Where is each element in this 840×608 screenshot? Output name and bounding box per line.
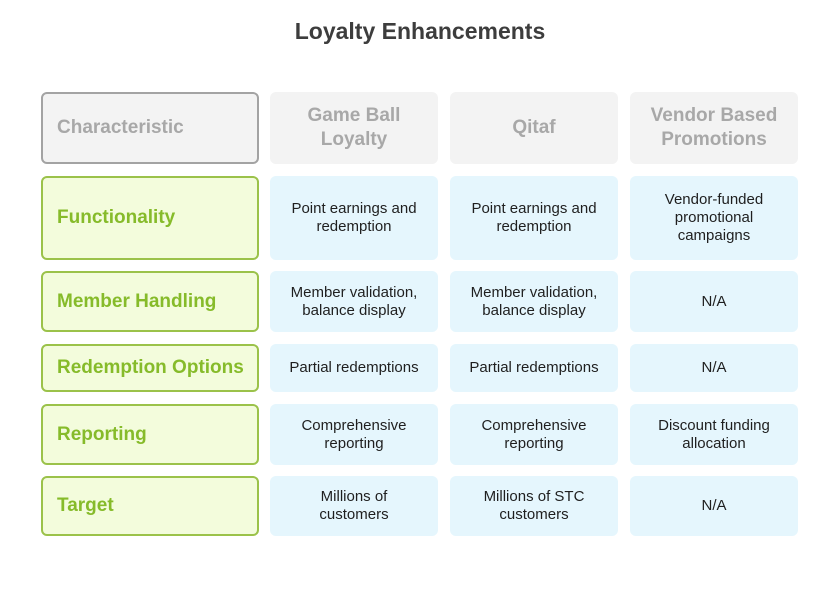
cell-text: Member validation, balance display — [470, 283, 598, 319]
table-cell: Point earnings and redemption — [270, 176, 438, 260]
cell-text: Comprehensive reporting — [481, 416, 587, 452]
row-label-reporting: Reporting — [41, 404, 259, 465]
header-characteristic: Characteristic — [41, 92, 259, 164]
table-cell: Millions of STC customers — [450, 476, 618, 536]
row-label-text: Target — [57, 495, 114, 516]
table-cell: Vendor-funded promotional campaigns — [630, 176, 798, 260]
table-cell: Partial redemptions — [450, 344, 618, 392]
row-label-redemption-options: Redemption Options — [41, 344, 259, 392]
column-header-label: Game Ball Loyalty — [307, 105, 401, 150]
row-label-target: Target — [41, 476, 259, 536]
cell-text: Point earnings and redemption — [291, 200, 417, 235]
diagram-title: Loyalty Enhancements — [294, 18, 546, 44]
row-label-functionality: Functionality — [41, 176, 259, 260]
table-cell: Comprehensive reporting — [450, 404, 618, 465]
table-cell: Member validation, balance display — [270, 271, 438, 332]
cell-text: Partial redemptions — [289, 359, 419, 376]
table-cell: Point earnings and redemption — [450, 176, 618, 260]
row-label-text: Member Handling — [57, 290, 217, 312]
cell-text: Point earnings and redemption — [471, 200, 597, 235]
row-label-text: Functionality — [57, 207, 176, 228]
table-cell: N/A — [630, 271, 798, 332]
table-cell: Partial redemptions — [270, 344, 438, 392]
row-label-member-handling: Member Handling — [41, 271, 259, 332]
cell-text: N/A — [701, 359, 727, 376]
cell-text: N/A — [701, 292, 727, 310]
cell-text: Comprehensive reporting — [301, 416, 407, 452]
column-header-game-ball-loyalty: Game Ball Loyalty — [270, 92, 438, 164]
cell-text: Partial redemptions — [469, 359, 599, 376]
column-header-qitaf: Qitaf — [450, 92, 618, 164]
table-cell: Comprehensive reporting — [270, 404, 438, 465]
header-characteristic-label: Characteristic — [57, 117, 184, 138]
cell-text: N/A — [701, 497, 727, 514]
table-cell: Discount funding allocation — [630, 404, 798, 465]
column-header-label: Qitaf — [512, 117, 556, 138]
row-label-text: Reporting — [57, 423, 147, 445]
cell-text: Millions of STC customers — [483, 488, 585, 523]
cell-text: Millions of customers — [319, 488, 389, 523]
column-header-vendor-based-promotions: Vendor Based Promotions — [630, 92, 798, 164]
cell-text: Member validation, balance display — [290, 283, 418, 319]
table-cell: N/A — [630, 476, 798, 536]
cell-text: Vendor-funded promotional campaigns — [664, 191, 764, 244]
table-cell: N/A — [630, 344, 798, 392]
cell-text: Discount funding allocation — [658, 416, 770, 452]
table-cell: Millions of customers — [270, 476, 438, 536]
table-cell: Member validation, balance display — [450, 271, 618, 332]
row-label-text: Redemption Options — [57, 357, 244, 378]
column-header-label: Vendor Based Promotions — [650, 105, 778, 150]
